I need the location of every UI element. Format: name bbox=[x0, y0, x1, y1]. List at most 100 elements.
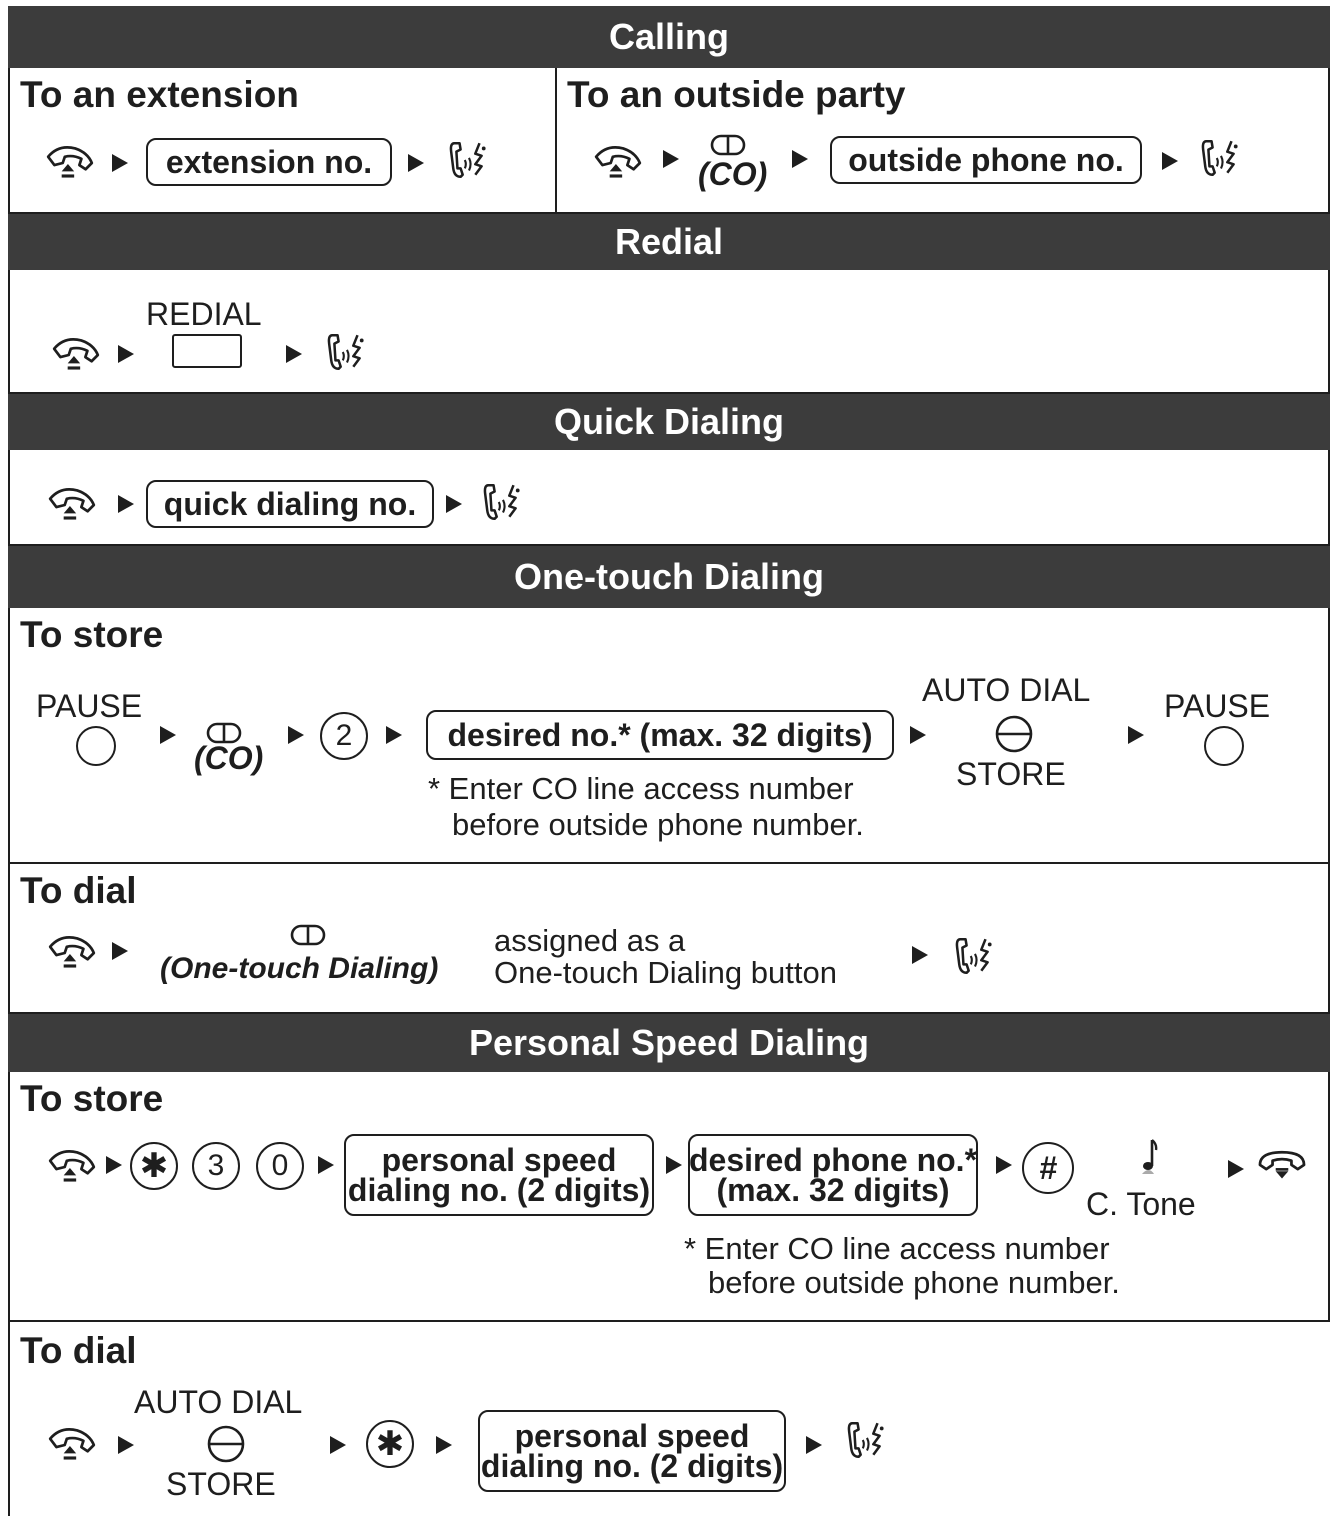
quick-dialing-number-field[interactable]: quick dialing no. bbox=[146, 480, 434, 528]
store-label: STORE bbox=[956, 756, 1066, 792]
personal-speed-dialing-number-field[interactable]: personal speed dialing no. (2 digits) bbox=[478, 1410, 786, 1492]
digit-0-key[interactable]: 0 bbox=[256, 1142, 304, 1190]
personal-store-panel bbox=[8, 1072, 1330, 1322]
outside-party-heading: To an outside party bbox=[567, 74, 906, 115]
digit-2-button[interactable]: 2 bbox=[320, 712, 368, 760]
co-access-note: before outside phone number. bbox=[452, 807, 864, 842]
offhook-icon bbox=[46, 1424, 98, 1466]
desired-number-field[interactable]: desired no.* (max. 32 digits) bbox=[426, 710, 894, 760]
talk-icon bbox=[482, 480, 524, 524]
co-button-icon[interactable] bbox=[710, 134, 746, 156]
field-line: personal speed bbox=[514, 1418, 750, 1454]
section-header-calling: Calling bbox=[8, 6, 1330, 68]
confirmation-tone-label: C. Tone bbox=[1086, 1186, 1196, 1222]
arrow-icon bbox=[1128, 726, 1144, 744]
one-touch-dialing-label: (One-touch Dialing) bbox=[160, 952, 439, 985]
offhook-icon bbox=[592, 142, 644, 184]
calling-divider bbox=[555, 68, 557, 214]
extension-heading: To an extension bbox=[20, 74, 299, 115]
arrow-icon bbox=[436, 1436, 452, 1454]
arrow-icon bbox=[386, 726, 402, 744]
section-header-personal-speed-dialing: Personal Speed Dialing bbox=[8, 1014, 1330, 1072]
store-label: STORE bbox=[166, 1466, 276, 1502]
field-line: dialing no. (2 digits) bbox=[347, 1172, 651, 1208]
talk-icon bbox=[326, 330, 368, 374]
redial-button[interactable] bbox=[172, 334, 242, 368]
one-touch-store-heading: To store bbox=[20, 614, 164, 655]
confirmation-tone-icon bbox=[1138, 1136, 1160, 1176]
field-line: (max. 32 digits) bbox=[716, 1172, 950, 1208]
hash-key[interactable]: # bbox=[1022, 1142, 1074, 1194]
one-touch-dial-heading: To dial bbox=[20, 870, 137, 911]
arrow-icon bbox=[912, 946, 928, 964]
section-header-one-touch-dialing: One-touch Dialing bbox=[8, 546, 1330, 608]
arrow-icon bbox=[1228, 1160, 1244, 1178]
co-access-note: before outside phone number. bbox=[708, 1265, 1120, 1300]
offhook-icon bbox=[46, 932, 98, 974]
co-label: (CO) bbox=[194, 740, 264, 776]
redial-label: REDIAL bbox=[146, 296, 262, 332]
digit-3-key[interactable]: 3 bbox=[192, 1142, 240, 1190]
extension-number-field[interactable]: extension no. bbox=[146, 138, 392, 186]
star-key[interactable]: ✱ bbox=[366, 1420, 414, 1468]
co-access-note: * Enter CO line access number bbox=[684, 1231, 1110, 1266]
talk-icon bbox=[1200, 136, 1242, 180]
pause-label: PAUSE bbox=[1164, 688, 1271, 724]
auto-dial-label: AUTO DIAL bbox=[922, 672, 1091, 708]
field-line: dialing no. (2 digits) bbox=[480, 1448, 784, 1484]
personal-store-heading: To store bbox=[20, 1078, 164, 1119]
field-line: personal speed bbox=[381, 1142, 617, 1178]
one-touch-button-icon[interactable] bbox=[290, 924, 326, 946]
arrow-icon bbox=[118, 1436, 134, 1454]
arrow-icon bbox=[112, 154, 128, 172]
personal-speed-dialing-number-field[interactable]: personal speed dialing no. (2 digits) bbox=[344, 1134, 654, 1216]
arrow-icon bbox=[806, 1436, 822, 1454]
offhook-icon bbox=[46, 1146, 98, 1188]
outside-phone-number-field[interactable]: outside phone no. bbox=[830, 136, 1142, 184]
offhook-icon bbox=[46, 484, 98, 526]
arrow-icon bbox=[666, 1156, 682, 1174]
pause-button[interactable] bbox=[1204, 726, 1244, 766]
auto-dial-store-button-icon[interactable] bbox=[206, 1424, 246, 1464]
arrow-icon bbox=[446, 495, 462, 513]
co-access-note: * Enter CO line access number bbox=[428, 771, 854, 806]
assigned-note: One-touch Dialing button bbox=[494, 955, 837, 990]
quick-dialing-panel bbox=[8, 450, 1330, 546]
co-label: (CO) bbox=[698, 156, 768, 192]
talk-icon bbox=[954, 934, 996, 978]
pause-label: PAUSE bbox=[36, 688, 143, 724]
offhook-icon bbox=[50, 334, 102, 376]
arrow-icon bbox=[408, 154, 424, 172]
arrow-icon bbox=[663, 150, 679, 168]
onhook-icon bbox=[1254, 1146, 1310, 1188]
redial-panel bbox=[8, 270, 1330, 394]
talk-icon bbox=[846, 1418, 888, 1462]
auto-dial-label: AUTO DIAL bbox=[134, 1384, 303, 1420]
arrow-icon bbox=[118, 345, 134, 363]
arrow-icon bbox=[160, 726, 176, 744]
arrow-icon bbox=[286, 345, 302, 363]
assigned-note: assigned as a bbox=[494, 923, 686, 958]
one-touch-dial-panel bbox=[8, 864, 1330, 1014]
one-touch-store-panel bbox=[8, 608, 1330, 864]
arrow-icon bbox=[910, 726, 926, 744]
desired-phone-number-field[interactable]: desired phone no.* (max. 32 digits) bbox=[688, 1134, 978, 1216]
arrow-icon bbox=[318, 1156, 334, 1174]
arrow-icon bbox=[112, 942, 128, 960]
star-key[interactable]: ✱ bbox=[130, 1142, 178, 1190]
arrow-icon bbox=[996, 1156, 1012, 1174]
arrow-icon bbox=[792, 150, 808, 168]
talk-icon bbox=[448, 138, 490, 182]
pause-button[interactable] bbox=[76, 726, 116, 766]
arrow-icon bbox=[106, 1156, 122, 1174]
personal-dial-heading: To dial bbox=[20, 1330, 137, 1371]
field-line: desired phone no.* bbox=[688, 1142, 978, 1178]
auto-dial-store-button-icon[interactable] bbox=[994, 714, 1034, 754]
calling-panel bbox=[8, 68, 1330, 214]
arrow-icon bbox=[288, 726, 304, 744]
personal-dial-panel bbox=[8, 1322, 10, 1516]
offhook-icon bbox=[44, 142, 96, 184]
arrow-icon bbox=[330, 1436, 346, 1454]
section-header-redial: Redial bbox=[8, 214, 1330, 270]
arrow-icon bbox=[1162, 152, 1178, 170]
